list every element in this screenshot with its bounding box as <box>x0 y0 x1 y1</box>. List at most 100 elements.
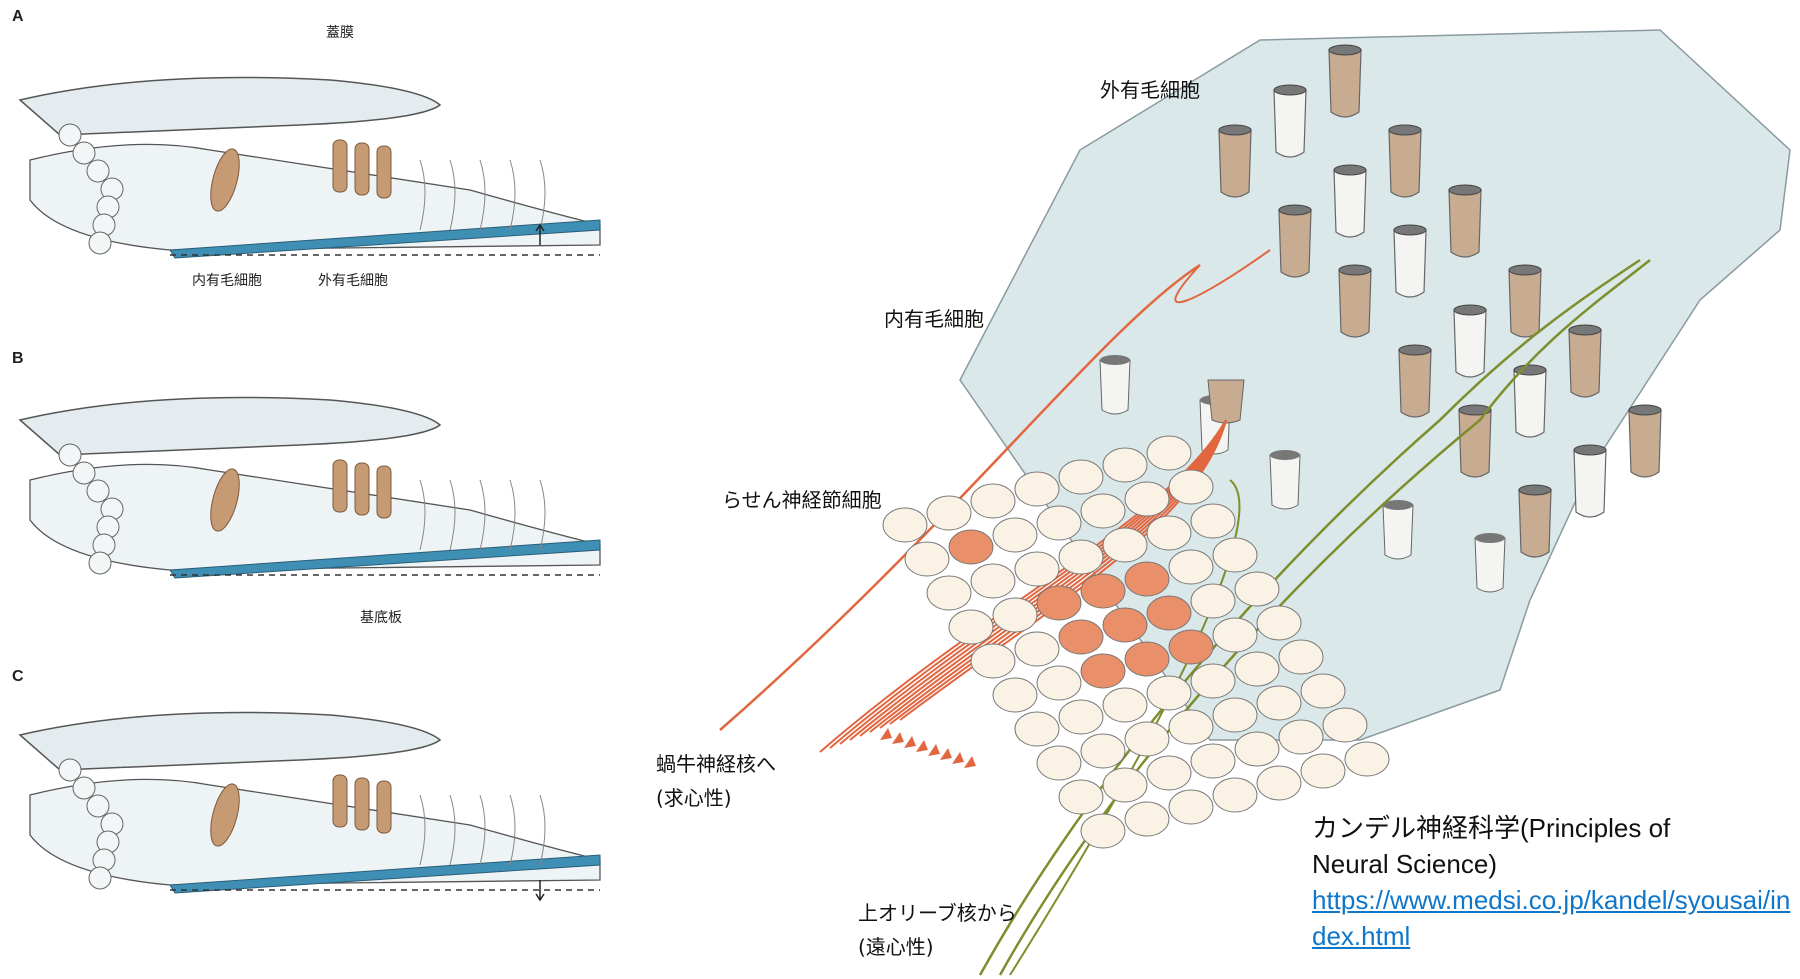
ganglion-cell <box>1279 640 1323 674</box>
ganglion-cell <box>905 542 949 576</box>
ganglion-cell <box>1147 516 1191 550</box>
outer-hair-cell-body <box>1514 370 1546 437</box>
ganglion-cell <box>1037 666 1081 700</box>
inner-hair-cells-label: 内有毛細胞 <box>884 303 984 332</box>
ganglion-cell <box>1169 630 1213 664</box>
ganglion-cell <box>1213 618 1257 652</box>
outer-hair-cell-body <box>1449 190 1481 257</box>
outer-hair-cell-body <box>1389 130 1421 197</box>
tectorial-membrane-label: 蓋膜 <box>326 22 354 42</box>
limbus-bead <box>73 142 95 164</box>
outer-hair-cell-body <box>1394 230 1426 297</box>
tectorial-membrane <box>20 398 440 456</box>
outer-hair-cells-label: 外有毛細胞 <box>1100 74 1200 103</box>
stereocilia-bundle <box>1270 450 1300 460</box>
ganglion-cell <box>1081 734 1125 768</box>
ganglion-cell <box>1125 482 1169 516</box>
tectorial-membrane <box>20 78 440 136</box>
ganglion-cell <box>1015 472 1059 506</box>
ganglion-cell <box>993 678 1037 712</box>
stereocilia-bundle <box>1329 45 1361 55</box>
ganglion-cell <box>949 610 993 644</box>
efferent-label: (遠心性) <box>858 931 934 960</box>
stereocilia-bundle <box>1519 485 1551 495</box>
outer-hair-cell-body <box>1629 410 1661 477</box>
outer-hair-cell <box>333 775 347 827</box>
afferent-label: (求心性) <box>656 782 732 811</box>
outer-hair-cell-body <box>1279 210 1311 277</box>
ganglion-cell <box>927 496 971 530</box>
outer-hair-cell-body <box>1339 270 1371 337</box>
outer-hair-cell <box>377 781 391 833</box>
ganglion-cell <box>1059 700 1103 734</box>
ganglion-cell <box>1081 574 1125 608</box>
inner-hair-cell-body <box>1475 538 1505 592</box>
outer-hair-cell-body <box>1329 50 1361 117</box>
outer-hair-cell-body <box>1574 450 1606 517</box>
limbus-bead <box>87 160 109 182</box>
stereocilia-bundle <box>1274 85 1306 95</box>
stereocilia-bundle <box>1449 185 1481 195</box>
ganglion-cell <box>993 518 1037 552</box>
basilar-membrane-label: 基底板 <box>360 607 402 627</box>
limbus-bead <box>87 480 109 502</box>
outer-hair-cell-body <box>1219 130 1251 197</box>
credit-title-line1: カンデル神経科学(Principles of <box>1312 810 1792 846</box>
outer-hair-cell <box>377 146 391 198</box>
ganglion-cell <box>1015 712 1059 746</box>
outer-hair-cell-body <box>1509 270 1541 337</box>
fiber-arrows <box>880 728 976 768</box>
ganglion-cell <box>1257 686 1301 720</box>
ganglion-cell <box>927 576 971 610</box>
cross-section-c <box>20 713 600 901</box>
ganglion-cell <box>971 484 1015 518</box>
to-cochlear-nucleus-label: 蝸牛神経核へ <box>656 748 776 777</box>
ganglion-cell <box>1235 572 1279 606</box>
ganglion-cell <box>1147 436 1191 470</box>
ganglion-cell <box>1037 586 1081 620</box>
ganglion-cell <box>1103 608 1147 642</box>
stereocilia-bundle <box>1399 345 1431 355</box>
ganglion-cell <box>1191 664 1235 698</box>
ganglion-cell <box>1103 768 1147 802</box>
ganglion-cell <box>1103 448 1147 482</box>
outer-hair-cell <box>377 466 391 518</box>
source-credit: カンデル神経科学(Principles of Neural Science) h… <box>1312 810 1792 954</box>
outer-hair-cell-label: 外有毛細胞 <box>318 270 388 290</box>
credit-title-line2: Neural Science) <box>1312 846 1792 882</box>
afferent-arrowhead <box>952 752 964 764</box>
ganglion-cell <box>1081 654 1125 688</box>
tectorial-membrane <box>20 713 440 771</box>
outer-hair-cell <box>355 463 369 515</box>
afferent-arrowhead <box>940 748 952 760</box>
ganglion-cell <box>1147 676 1191 710</box>
outer-hair-cell-body <box>1454 310 1486 377</box>
outer-hair-cell-body <box>1459 410 1491 477</box>
ganglion-cell <box>1213 698 1257 732</box>
ganglion-cell <box>1345 742 1389 776</box>
ganglion-cell <box>1301 754 1345 788</box>
ganglion-cell <box>1125 562 1169 596</box>
stereocilia-bundle <box>1394 225 1426 235</box>
ganglion-cell <box>1213 778 1257 812</box>
stereocilia-bundle <box>1334 165 1366 175</box>
afferent-arrowhead <box>904 736 916 748</box>
stereocilia-bundle <box>1219 125 1251 135</box>
ganglion-cell <box>1147 756 1191 790</box>
ganglion-cell <box>1191 584 1235 618</box>
ganglion-cell <box>1015 632 1059 666</box>
stereocilia-bundle <box>1509 265 1541 275</box>
ganglion-cell <box>1059 620 1103 654</box>
ganglion-cell <box>971 564 1015 598</box>
credit-link[interactable]: https://www.medsi.co.jp/kandel/syousai/i… <box>1312 885 1790 951</box>
panel-letter-c: C <box>12 668 24 686</box>
ganglion-cell <box>971 644 1015 678</box>
ganglion-cell <box>1125 722 1169 756</box>
ganglion-cell <box>1059 460 1103 494</box>
ganglion-cell <box>1301 674 1345 708</box>
cross-section-b <box>20 398 600 579</box>
ganglion-cell <box>1191 504 1235 538</box>
ganglion-cell <box>883 508 927 542</box>
ganglion-cell <box>1147 596 1191 630</box>
